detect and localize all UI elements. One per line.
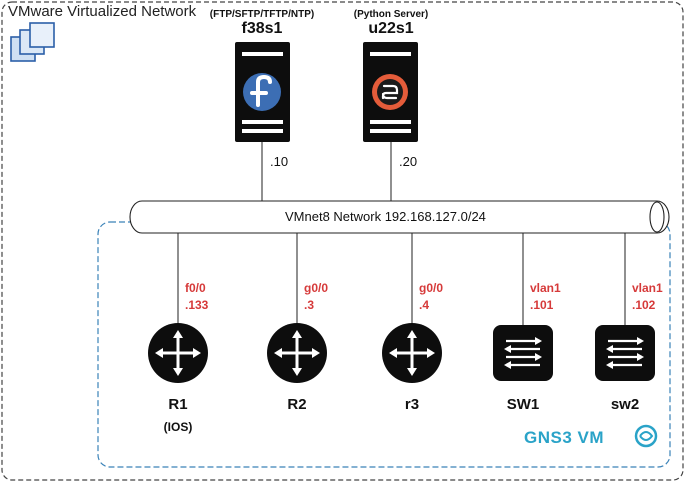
sw2-ip: .102: [632, 298, 656, 312]
sw2-name: sw2: [610, 396, 640, 413]
gns3-vm-label: GNS3 VM: [524, 428, 605, 447]
sw2-interface-label: vlan1 .102: [632, 280, 663, 314]
sw1-name: SW1: [506, 396, 540, 413]
r1-interface-label: f0/0 .133: [185, 280, 208, 314]
sw2-interface-name: vlan1: [632, 281, 663, 295]
r2-interface-name: g0/0: [304, 281, 329, 295]
r1-router-icon: [148, 323, 208, 383]
r2-ip: .3: [304, 298, 315, 312]
r3-interface-name: g0/0: [419, 281, 444, 295]
u22s1-name: u22s1: [368, 20, 414, 37]
u22s1-ip: .20: [399, 154, 418, 169]
python-logo: [372, 74, 408, 110]
r1-interface-name: f0/0: [185, 281, 206, 295]
network-title: VMware Virtualized Network: [8, 3, 197, 20]
gns3-logo-icon: [634, 424, 658, 448]
r1-subtitle: (IOS): [163, 420, 193, 434]
sw1-interface-name: vlan1: [530, 281, 561, 295]
u22s1-server: [363, 42, 418, 142]
f38s1-ip: .10: [270, 154, 289, 169]
r2-router-icon: [267, 323, 327, 383]
vmnet8-label: VMnet8 Network 192.168.127.0/24: [285, 209, 486, 224]
u22s1-role: (Python Server): [353, 9, 429, 20]
r3-ip: .4: [419, 298, 430, 312]
sw1-switch-icon: [493, 325, 553, 381]
vmware-icon: [10, 22, 55, 62]
r1-name: R1: [168, 396, 188, 413]
r2-interface-label: g0/0 .3: [304, 280, 328, 314]
f38s1-name: f38s1: [241, 20, 283, 37]
f38s1-role: (FTP/SFTP/TFTP/NTP): [209, 9, 315, 20]
r1-ip: .133: [185, 298, 209, 312]
sw1-ip: .101: [530, 298, 554, 312]
device-icons: [148, 323, 655, 383]
r3-name: r3: [404, 396, 420, 413]
r3-router-icon: [382, 323, 442, 383]
sw2-switch-icon: [595, 325, 655, 381]
vmnet8-pipe: [129, 200, 670, 234]
f38s1-server: [235, 42, 290, 142]
fedora-logo: [243, 73, 281, 111]
r2-name: R2: [287, 396, 307, 413]
sw1-interface-label: vlan1 .101: [530, 280, 561, 314]
r3-interface-label: g0/0 .4: [419, 280, 443, 314]
